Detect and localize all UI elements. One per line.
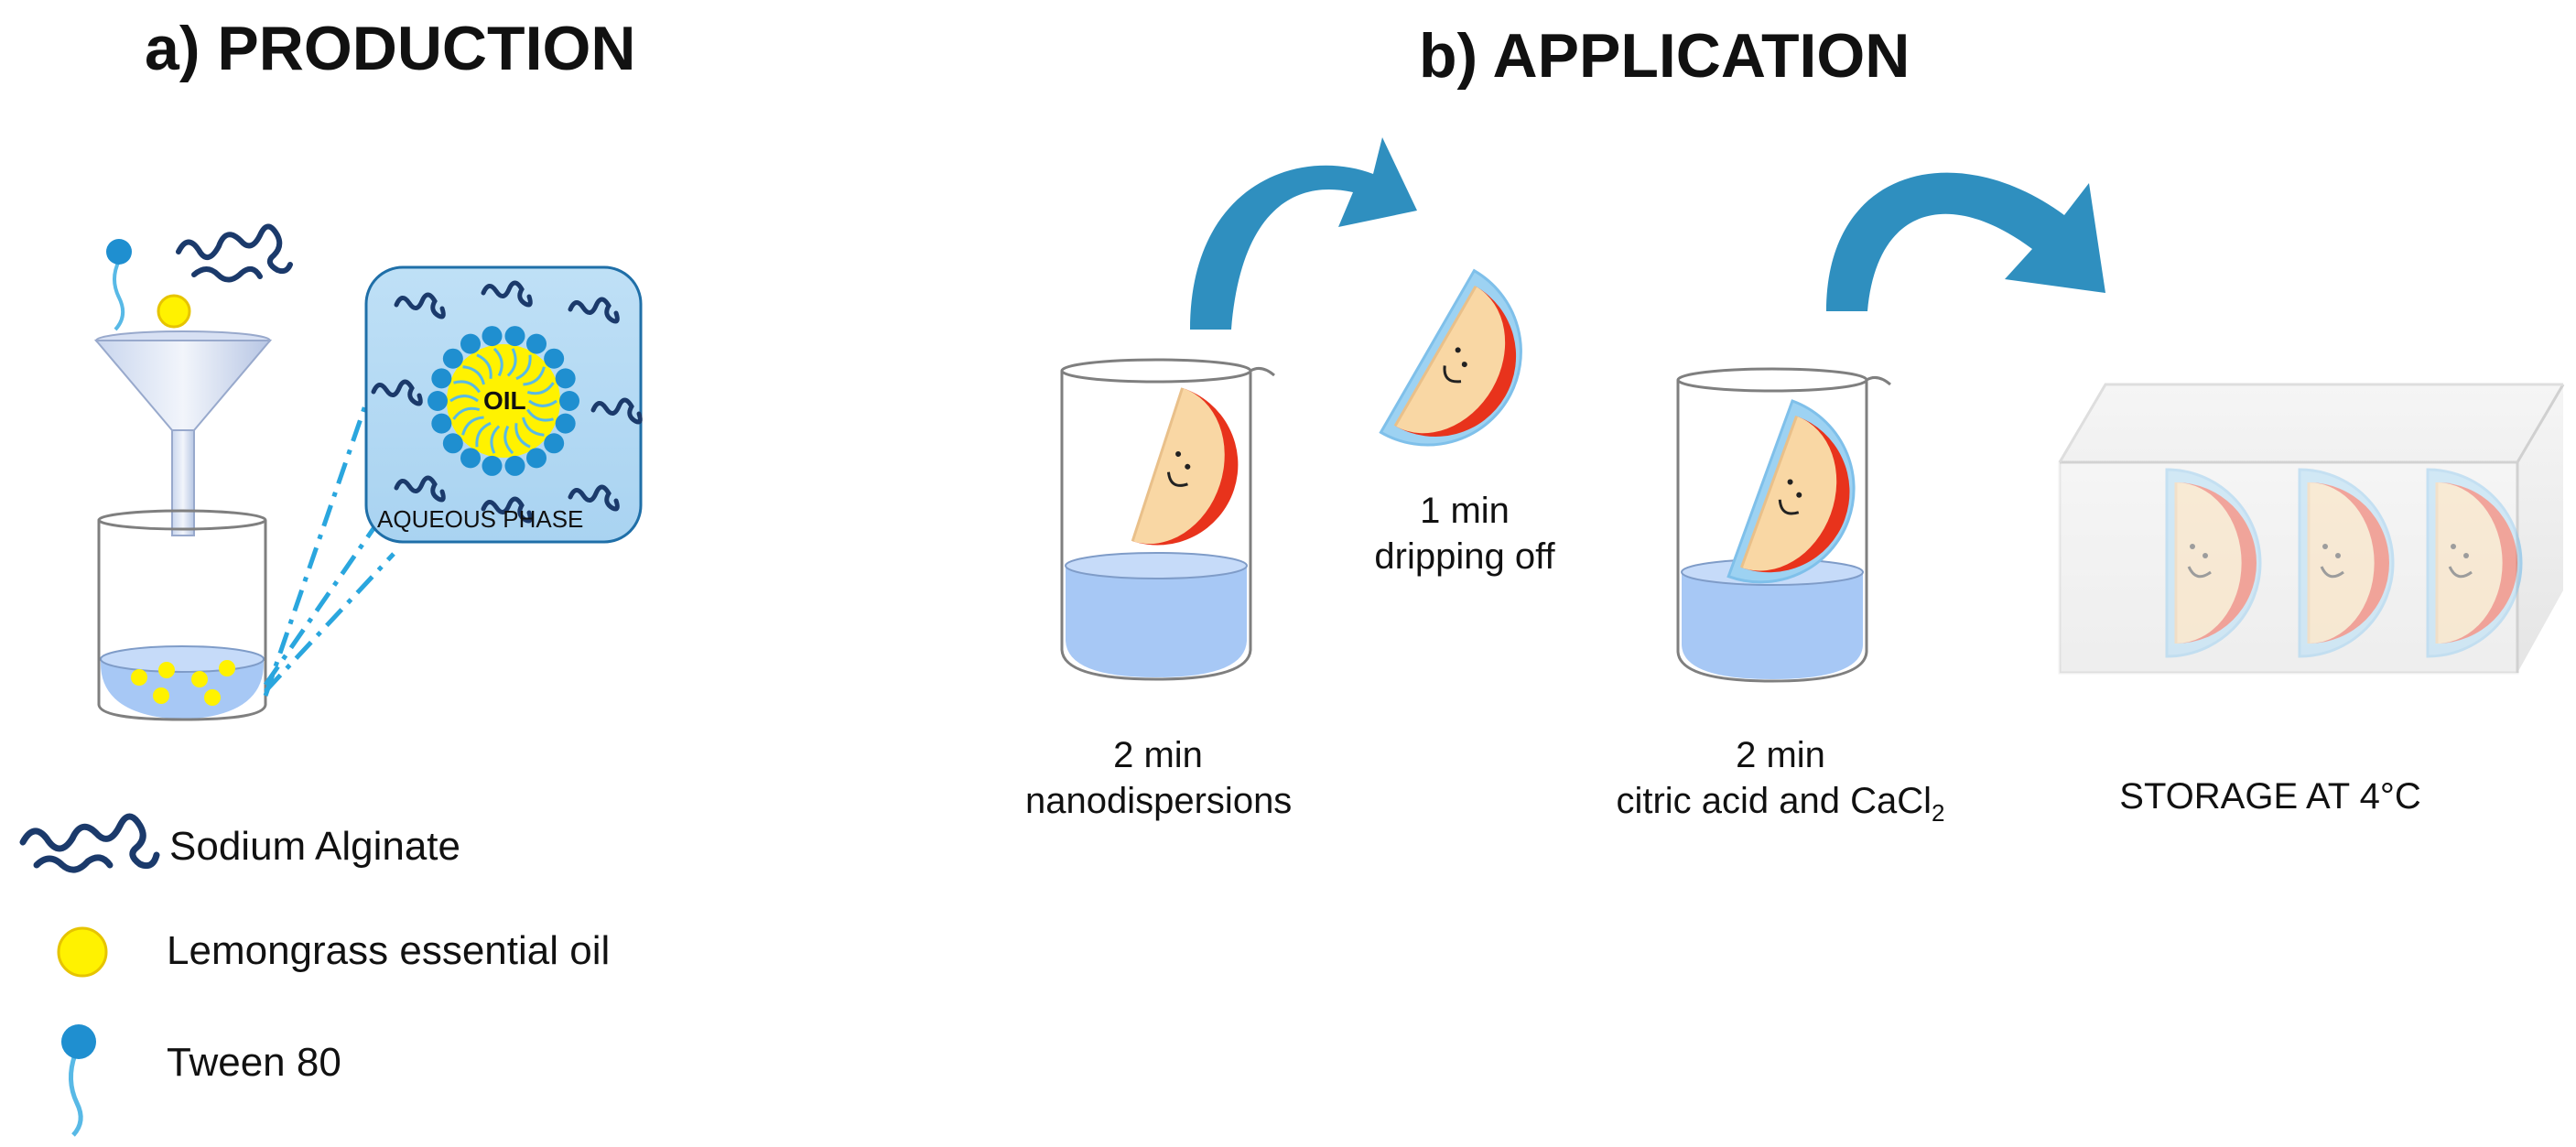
- surfactant-head: [428, 391, 448, 411]
- alginate-strand: [590, 397, 643, 425]
- legend-lemongrass-oil: Lemongrass essential oil: [167, 928, 611, 973]
- legend-sodium-alginate: Sodium Alginate: [169, 824, 460, 869]
- alginate-strand: [481, 280, 533, 308]
- surfactant-head: [431, 368, 452, 389]
- surfactant-tail: [523, 366, 546, 386]
- step-1-caption: 2 min nanodispersions: [1025, 732, 1293, 824]
- alginate-strand: [394, 292, 446, 319]
- apple-slice-uncoated: [1131, 387, 1239, 546]
- alginate-strand: [371, 379, 423, 406]
- surfactant-tail: [476, 353, 492, 379]
- surfactant-head: [482, 455, 503, 476]
- surfactant-head: [482, 326, 503, 347]
- panel-b-title: b) APPLICATION: [1419, 21, 1910, 91]
- micelle-inset: [364, 265, 643, 544]
- surfactant-head: [544, 433, 565, 454]
- surfactant-tail: [514, 423, 531, 449]
- funnel: [93, 330, 273, 536]
- step-1-label: nanodispersions: [1025, 781, 1293, 821]
- apple-slice-stored: [2165, 468, 2262, 658]
- surfactant-head: [460, 333, 481, 354]
- surfactant-head: [442, 433, 463, 454]
- transfer-arrow-2: [1826, 172, 2105, 311]
- surfactant-head: [526, 448, 547, 469]
- surfactant-tail: [521, 417, 545, 437]
- surfactant-tail: [526, 382, 555, 395]
- surfactant-tail: [492, 347, 503, 377]
- alginate-strand: [394, 475, 446, 503]
- step-4-caption: STORAGE AT 4°C: [2119, 776, 2421, 817]
- zoom-lines: [263, 402, 395, 697]
- alginate-strand: [568, 297, 620, 324]
- surfactant-head: [504, 455, 525, 476]
- surfactant-tail: [515, 354, 532, 381]
- surfactant-tail: [461, 416, 484, 436]
- tween-80-molecule: [106, 239, 132, 331]
- aqueous-phase-label: AQUEOUS PHASE: [377, 505, 584, 533]
- surfactant-tail: [503, 425, 514, 455]
- crosslinking-beaker: [1676, 367, 1891, 683]
- step-3-caption: 2 min citric acid and CaCl2: [1597, 732, 1964, 828]
- surfactant-tail: [453, 380, 481, 394]
- tween-80-icon: [61, 1024, 96, 1137]
- step-2-caption: 1 min dripping off: [1341, 488, 1588, 579]
- surfactant-head: [526, 333, 547, 354]
- lemongrass-oil-icon: [57, 926, 108, 978]
- surfactant-tail: [452, 406, 481, 420]
- apple-slice-stored: [2426, 468, 2523, 658]
- surfactant-head: [442, 348, 463, 369]
- surfactant-head: [555, 413, 576, 434]
- oil-droplet: [157, 294, 191, 329]
- surfactant-tail: [475, 421, 492, 448]
- surfactant-head: [504, 326, 525, 347]
- surfactant-tail: [449, 395, 479, 403]
- nanodispersion-beaker: [1060, 358, 1275, 681]
- surfactant-tail: [506, 348, 517, 377]
- surfactant-tail: [528, 399, 557, 407]
- step-3-label: citric acid and CaCl2: [1616, 781, 1945, 827]
- surfactant-head: [559, 391, 579, 411]
- step-2-time: 1 min: [1420, 491, 1510, 531]
- alginate-strand: [568, 484, 620, 512]
- surfactant-head: [555, 368, 576, 389]
- surfactant-head: [460, 448, 481, 469]
- surfactant-tail: [490, 425, 501, 454]
- alginate-strand: [481, 496, 533, 524]
- sodium-alginate-icon: [19, 813, 160, 873]
- production-beaker: [97, 509, 267, 721]
- surfactant-tail: [462, 365, 486, 385]
- step-1-time: 2 min: [1113, 735, 1203, 775]
- transfer-arrow-1: [1190, 137, 1417, 330]
- micelle-oil-label: OIL: [483, 386, 526, 415]
- storage-box-front: [2058, 460, 2519, 675]
- apple-slice-dripping: [1379, 268, 1522, 447]
- apple-slice-crosslinking: [1726, 399, 1856, 584]
- alginate-strand: [176, 223, 293, 283]
- panel-a-title: a) PRODUCTION: [145, 14, 636, 83]
- surfactant-tail: [526, 408, 554, 422]
- step-2-label: dripping off: [1374, 536, 1555, 577]
- surfactant-head: [544, 348, 565, 369]
- step-3-time: 2 min: [1736, 735, 1825, 775]
- legend-tween-80: Tween 80: [167, 1040, 341, 1085]
- surfactant-head: [431, 413, 452, 434]
- oil-core: [447, 344, 560, 458]
- apple-slice-stored: [2298, 468, 2395, 658]
